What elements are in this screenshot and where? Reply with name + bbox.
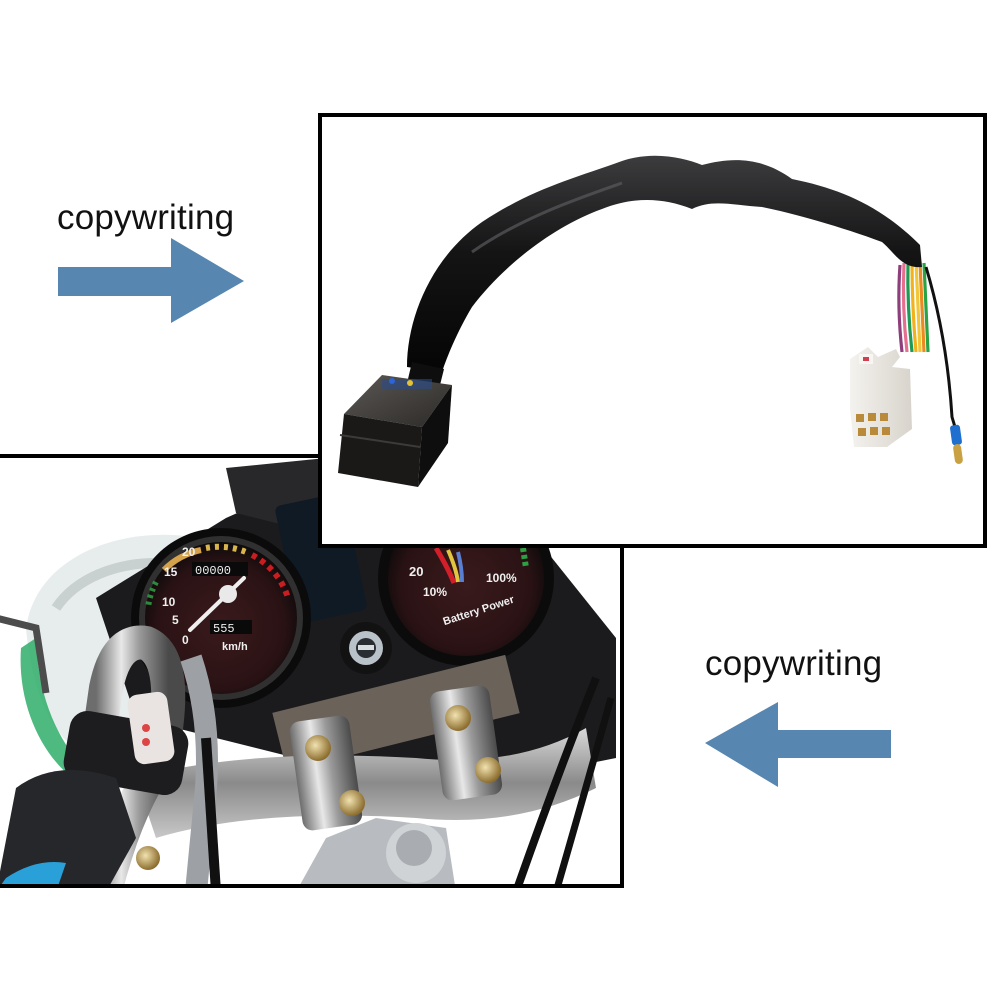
speed-tick-20: 20 [182, 545, 196, 559]
arrow-right-icon [58, 238, 244, 323]
speed-tick-5: 5 [172, 613, 179, 627]
harness-sleeve [407, 155, 922, 372]
battery-tick-20: 20 [409, 564, 423, 579]
trip-meter: 555 [213, 622, 235, 636]
arrow-left-icon [705, 702, 891, 787]
six-pin-connector [850, 347, 912, 447]
battery-tick-100: 100% [486, 571, 517, 585]
ground-wire [924, 266, 960, 438]
product-photo-panel [318, 113, 987, 548]
callout-text-bottom: copywriting [705, 644, 883, 683]
speed-tick-10: 10 [162, 595, 176, 609]
speed-tick-0: 0 [182, 633, 189, 647]
ignition-key-icon [340, 622, 392, 674]
odometer: 00000 [195, 564, 231, 578]
callout-text-top: copywriting [57, 198, 235, 237]
speed-tick-15: 15 [164, 565, 178, 579]
flasher-relay [338, 375, 452, 487]
wire-bundle [897, 260, 930, 353]
speed-unit: km/h [222, 641, 248, 653]
battery-tick-10: 10% [423, 585, 447, 599]
relay-harness-photo [338, 155, 963, 487]
